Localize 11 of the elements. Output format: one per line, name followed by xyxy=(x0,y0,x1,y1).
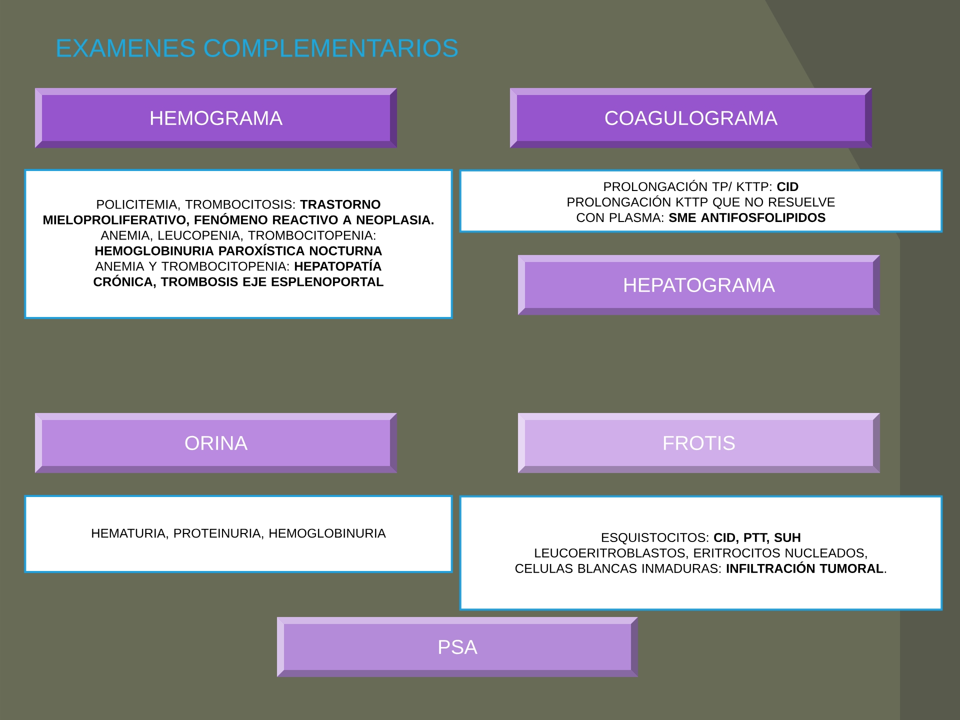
exam-button: PSA xyxy=(277,617,638,677)
exam-button: ORINA xyxy=(35,413,397,473)
text-box: ESQUISTOCITOS: CID, PTT, SUH LEUCOERITROBLASTOS, ERITROCITOS NUCLEADOS, CELULAS BLANCAS INMADURAS: INFILTRACIÓN TUMORAL. xyxy=(459,495,943,611)
text-box: HEMATURIA, PROTEINURIA, HEMOGLOBINURIA xyxy=(24,495,453,573)
exam-button: HEMOGRAMA xyxy=(35,88,397,148)
text-box: POLICITEMIA, TROMBOCITOSIS: TRASTORNO MIELOPROLIFERATIVO, FENÓMENO REACTIVO A NEOPLASIA. ANEMIA, LEUCOPENIA, TROMBOCITOPENIA: HEMOGLOBINURIA PAROXÍSTICA NOCTURNA ANEMIA Y TROMBOCITOPENIA: HEPATOPATÍA CRÓNICA, TROMBOSIS EJE ESPLENOPORTAL xyxy=(24,169,453,319)
title: EXAMENES COMPLEMENTARIOS xyxy=(57,39,458,57)
exam-button: FROTIS xyxy=(518,413,880,473)
exam-button: HEPATOGRAMA xyxy=(518,255,880,315)
exam-button: COAGULOGRAMA xyxy=(510,88,872,148)
text-box: PROLONGACIÓN TP/ KTTP: CID PROLONGACIÓN KTTP QUE NO RESUELVE CON PLASMA: SME ANTIFOSFOLIPIDOS xyxy=(459,169,943,233)
